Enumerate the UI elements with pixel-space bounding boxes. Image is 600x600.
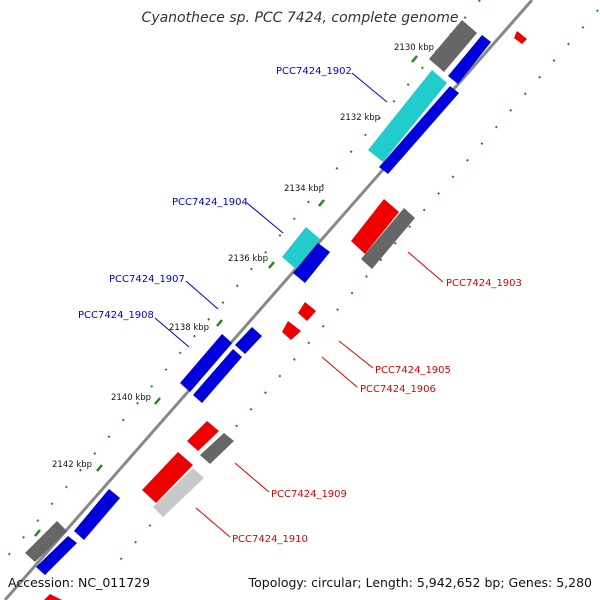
tick-label-2136: 2136 kbp (228, 254, 268, 264)
tick-label-2138: 2138 kbp (169, 323, 209, 333)
tick-marks-major (34, 55, 418, 537)
gene-label-1904[interactable]: PCC7424_1904 (172, 197, 248, 208)
gene-pseudo-1903[interactable] (361, 208, 415, 269)
accession-label: Accession: NC_011729 (8, 575, 151, 590)
map-title: Cyanothece sp. PCC 7424, complete genome (141, 10, 459, 26)
tick-label-2130: 2130 kbp (394, 43, 434, 53)
gene-forward-1908[interactable] (180, 334, 232, 392)
gene-label-1908[interactable]: PCC7424_1908 (78, 310, 154, 321)
tick-label-2142: 2142 kbp (52, 460, 92, 470)
gene-rna-1902[interactable] (368, 70, 447, 162)
gene-label-1910[interactable]: PCC7424_1910 (232, 534, 308, 545)
tick-dots-outer-left (0, 0, 481, 566)
leader-1904 (246, 202, 284, 234)
gene-pseudo-top[interactable] (429, 20, 477, 72)
leader-1905 (338, 340, 374, 369)
leader-1902 (351, 72, 388, 103)
gene-label-1909[interactable]: PCC7424_1909 (271, 489, 347, 500)
gene-pseudo-1909-small[interactable] (200, 433, 234, 464)
gene-reverse-1906[interactable] (282, 321, 301, 340)
gene-forward-1908-b[interactable] (193, 349, 242, 403)
gene-pseudo-lower[interactable] (25, 521, 67, 562)
leader-lines (154, 72, 444, 538)
gene-reverse-bottom[interactable] (44, 594, 62, 600)
leader-1906 (321, 356, 358, 388)
gene-rna-1904[interactable] (282, 227, 320, 269)
gene-label-1903[interactable]: PCC7424_1903 (446, 278, 522, 289)
tick-label-2140: 2140 kbp (111, 393, 151, 403)
gene-reverse-1903[interactable] (351, 199, 399, 254)
genome-summary: Topology: circular; Length: 5,942,652 bp… (248, 575, 592, 590)
gene-reverse-marker[interactable] (514, 31, 527, 44)
gene-forward-top[interactable] (448, 35, 491, 84)
gene-forward-lower[interactable] (74, 489, 120, 540)
gene-forward-1904-pair[interactable] (293, 243, 330, 283)
leader-1910 (195, 507, 231, 538)
gene-pseudo-1910[interactable] (153, 468, 204, 517)
leader-1909 (234, 462, 270, 493)
tick-label-2132: 2132 kbp (340, 113, 380, 123)
gene-forward-1902-pair[interactable] (379, 86, 459, 174)
tick-label-2134: 2134 kbp (284, 184, 324, 194)
gene-reverse-1909-small[interactable] (187, 421, 219, 451)
gene-label-1902[interactable]: PCC7424_1902 (276, 66, 352, 77)
gene-reverse-1905[interactable] (298, 302, 316, 321)
gene-label-1907[interactable]: PCC7424_1907 (109, 274, 185, 285)
gene-forward-1907[interactable] (235, 327, 262, 354)
leader-1908 (154, 317, 190, 348)
gene-forward-lower-b[interactable] (36, 536, 77, 575)
leader-1903 (407, 251, 444, 283)
gene-reverse-1909[interactable] (142, 452, 193, 503)
gene-features (25, 20, 527, 600)
leader-1907 (185, 280, 219, 310)
gene-label-1906[interactable]: PCC7424_1906 (360, 384, 436, 395)
gene-label-1905[interactable]: PCC7424_1905 (375, 365, 451, 376)
